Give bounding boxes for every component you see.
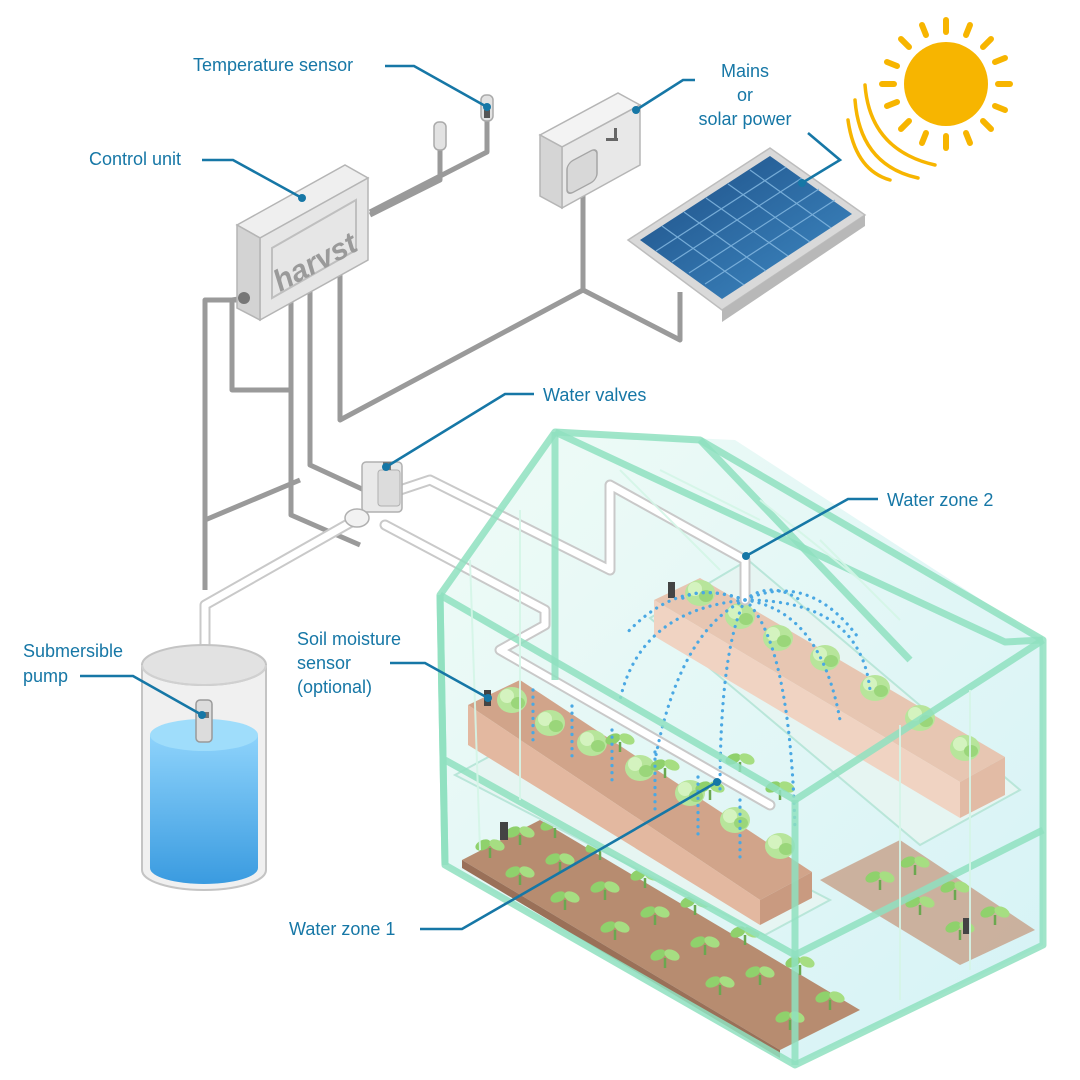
- temperature-sensor-icon: [433, 94, 494, 151]
- zone-1-bed: [452, 582, 833, 937]
- control-unit-icon: harvst: [235, 164, 370, 322]
- power-socket-icon: [538, 92, 642, 210]
- label-soil-line2: sensor: [297, 653, 351, 673]
- label-temperature-sensor: Temperature sensor: [193, 55, 491, 111]
- label-submersible-pump: Submersible pump: [23, 641, 206, 719]
- water-tank-icon: [141, 644, 267, 891]
- label-water-valves: Water valves: [382, 385, 646, 471]
- label-mains-line3: solar power: [698, 109, 791, 129]
- label-water-valves-text: Water valves: [543, 385, 646, 405]
- label-water-zone-2: Water zone 2: [742, 490, 993, 560]
- sun-rays-arcs: [846, 83, 937, 182]
- label-mains-line2: or: [737, 85, 753, 105]
- label-soil-line3: (optional): [297, 677, 372, 697]
- water-spray: [531, 588, 872, 862]
- label-mains-line1: Mains: [721, 61, 769, 81]
- label-soil-line1: Soil moisture: [297, 629, 401, 649]
- label-temperature-sensor-text: Temperature sensor: [193, 55, 353, 75]
- greenhouse-frame: [436, 428, 1047, 1069]
- label-control-unit-text: Control unit: [89, 149, 181, 169]
- label-pump-line2: pump: [23, 666, 68, 686]
- label-water-zone-1-text: Water zone 1: [289, 919, 395, 939]
- label-control-unit: Control unit: [89, 149, 306, 202]
- label-water-zone-2-text: Water zone 2: [887, 490, 993, 510]
- right-floor-bed: [820, 840, 1035, 965]
- solar-panel-icon: [626, 147, 867, 322]
- label-pump-line1: Submersible: [23, 641, 123, 661]
- label-water-zone-1: Water zone 1: [289, 778, 721, 939]
- water-valve-icon: [344, 461, 403, 528]
- label-soil-moisture: Soil moisture sensor (optional): [297, 629, 492, 702]
- pump-icon: [195, 699, 213, 743]
- label-mains-solar: Mains or solar power: [632, 61, 843, 187]
- sun-icon: [879, 17, 1013, 151]
